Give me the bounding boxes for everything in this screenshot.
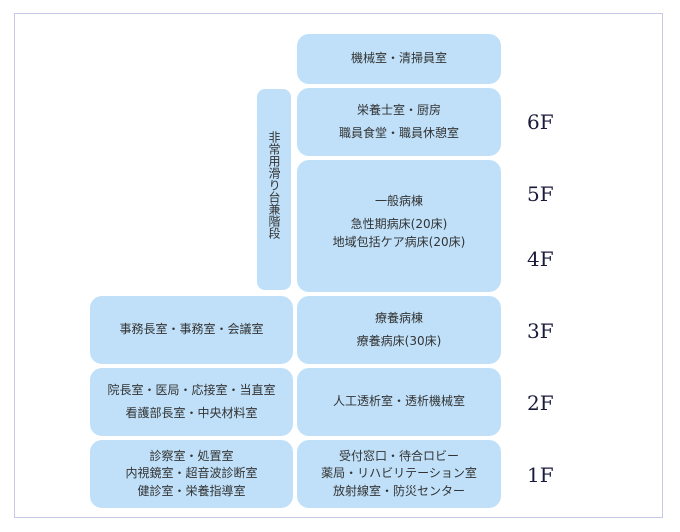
floor2-right-label: 人工透析室・透析機械室	[332, 394, 465, 409]
floor1-left-line-2: 内視鏡室・超音波診断室	[125, 466, 258, 481]
floor3-left-label: 事務長室・事務室・会議室	[119, 322, 264, 337]
floor2-left-line-2: 看護部長室・中央材料室	[125, 406, 258, 420]
floor1-left-box: 診察室・処置室 内視鏡室・超音波診断室 健診室・栄養指導室	[90, 440, 293, 508]
machine-room-label: 機械室・清掃員室	[350, 51, 447, 66]
floor4-line-2: 地域包括ケア病床(20床)	[332, 234, 466, 249]
floor6-line-1: 栄養士室・厨房	[356, 102, 441, 117]
ward-box: 一般病棟 急性期病床(20床) 地域包括ケア病床(20床)	[297, 160, 501, 292]
floor3-left-box: 事務長室・事務室・会議室	[90, 296, 293, 364]
floor-label-3f: 3F	[527, 319, 554, 343]
floor4-line-1: 急性期病床(20床)	[350, 217, 448, 232]
floor2-right-box: 人工透析室・透析機械室	[297, 368, 501, 436]
floor5-label: 一般病棟	[374, 194, 423, 208]
floor-label-1f: 1F	[527, 463, 554, 487]
floor-label-5f: 5F	[527, 182, 554, 206]
floor1-left-line-1: 診察室・処置室	[149, 448, 234, 463]
floor3-right-line-1: 療養病棟	[374, 310, 423, 325]
floor6-box: 栄養士室・厨房 職員食堂・職員休憩室	[297, 88, 501, 156]
floor6-line-2: 職員食堂・職員休憩室	[338, 126, 459, 140]
floor-label-6f: 6F	[527, 110, 554, 134]
emergency-stair-label: 非常用滑り台兼階段	[267, 131, 281, 239]
floor1-right-line-2: 薬局・リハビリテーション室	[321, 466, 477, 481]
floor3-right-line-2: 療養病床(30床)	[356, 334, 442, 348]
floor-label-2f: 2F	[527, 391, 554, 415]
floor-label-4f: 4F	[527, 247, 554, 271]
floor1-right-line-3: 放射線室・防災センター	[332, 483, 465, 498]
floor1-left-line-3: 健診室・栄養指導室	[137, 483, 246, 498]
machine-room-box: 機械室・清掃員室	[297, 34, 501, 84]
floor1-right-box: 受付窓口・待合ロビー 薬局・リハビリテーション室 放射線室・防災センター	[297, 440, 501, 508]
floor2-left-box: 院長室・医局・応接室・当直室 看護部長室・中央材料室	[90, 368, 293, 436]
floor3-right-box: 療養病棟 療養病床(30床)	[297, 296, 501, 364]
emergency-stair-box: 非常用滑り台兼階段	[257, 89, 291, 290]
floor2-left-line-1: 院長室・医局・応接室・当直室	[107, 382, 276, 397]
floor1-right-line-1: 受付窓口・待合ロビー	[338, 448, 459, 463]
